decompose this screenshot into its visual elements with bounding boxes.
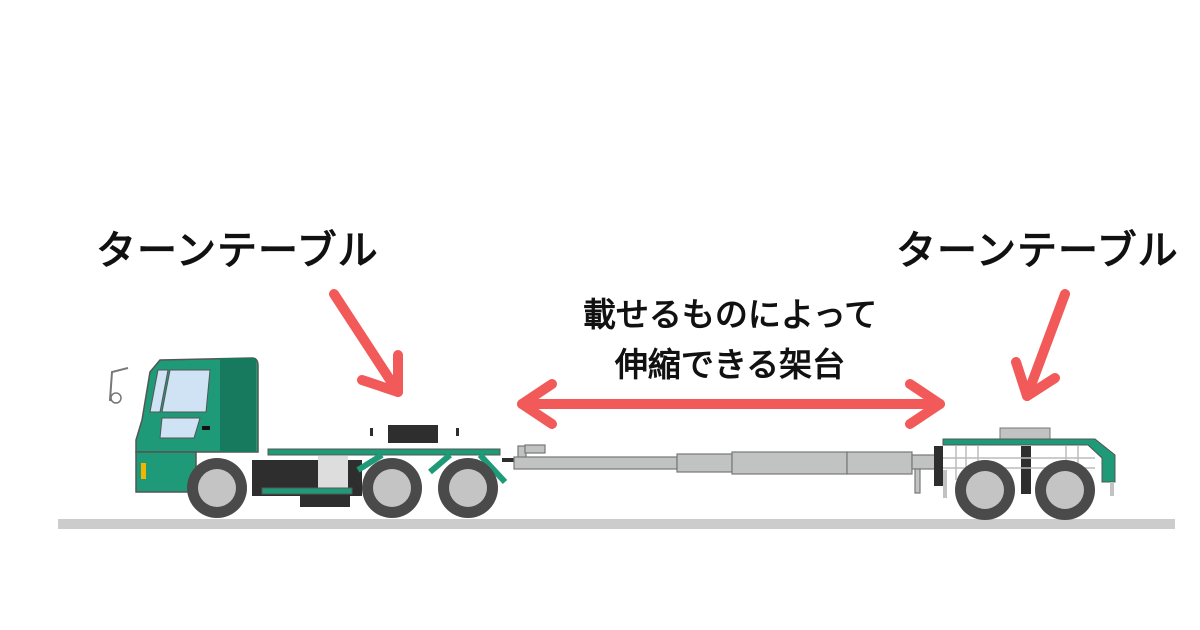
dolly-wheel-2 xyxy=(1035,460,1095,520)
red-arrows xyxy=(329,289,1070,429)
arrow-right-turntable xyxy=(1011,289,1070,401)
truck-wheel-rear-2 xyxy=(438,458,498,518)
truck-wheel-front xyxy=(187,458,247,518)
ground-line xyxy=(58,519,1175,529)
label-left-turntable: ターンテーブル xyxy=(96,228,379,274)
label-extendable-frame: 載せるものによって 伸縮できる架台 xyxy=(540,290,920,390)
arrow-left-turntable xyxy=(329,289,403,397)
tractor-truck xyxy=(108,357,508,518)
extendable-frame xyxy=(502,444,943,494)
label-center-line2: 伸縮できる架台 xyxy=(614,345,846,384)
rear-dolly xyxy=(934,427,1116,520)
label-center-line1: 載せるものによって xyxy=(582,295,878,334)
dolly-wheel-1 xyxy=(955,460,1015,520)
double-arrow-extend xyxy=(517,379,945,429)
label-right-turntable: ターンテーブル xyxy=(896,228,1179,274)
truck-wheel-rear-1 xyxy=(362,458,422,518)
